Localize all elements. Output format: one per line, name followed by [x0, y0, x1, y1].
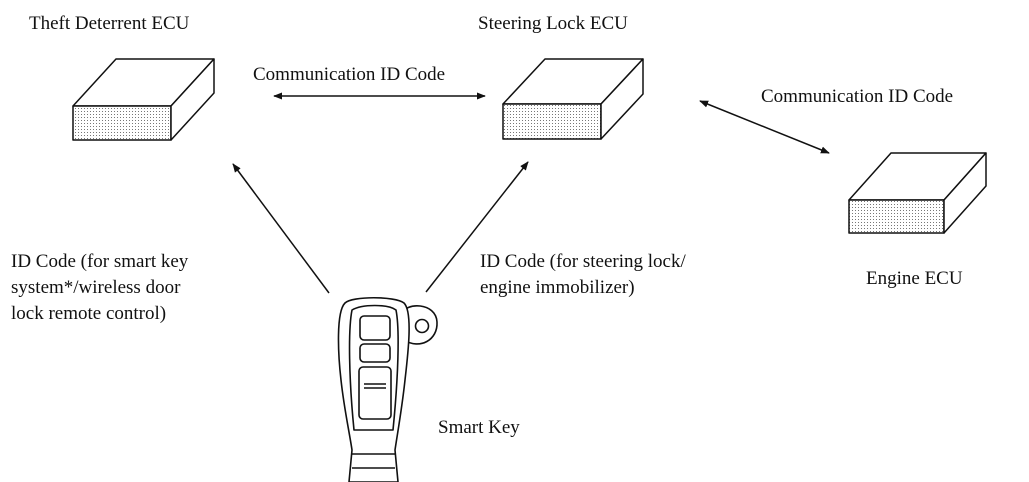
key-steering-link-label: ID Code (for steering lock/ engine immob… — [480, 251, 686, 298]
engine-ecu-label: Engine ECU — [866, 268, 963, 289]
theft-deterrent-ecu-label: Theft Deterrent ECU — [29, 13, 190, 34]
theft-deterrent-ecu-box — [72, 58, 215, 141]
steering-lock-ecu-label: Steering Lock ECU — [478, 13, 628, 34]
engine-ecu-box — [848, 152, 987, 234]
steering-engine-link-label: Communication ID Code — [761, 86, 954, 107]
key-theft-link-label: ID Code (for smart key system*/wireless … — [11, 251, 189, 324]
key-to-steering-arrow — [425, 161, 529, 293]
steering-lock-ecu-box — [502, 58, 644, 140]
smart-key-label: Smart Key — [438, 417, 520, 438]
theft-steering-link-label: Communication ID Code — [253, 64, 446, 85]
smart-key-icon — [337, 297, 438, 482]
key-to-theft-arrow — [232, 163, 330, 294]
steering-engine-arrow — [699, 100, 830, 154]
